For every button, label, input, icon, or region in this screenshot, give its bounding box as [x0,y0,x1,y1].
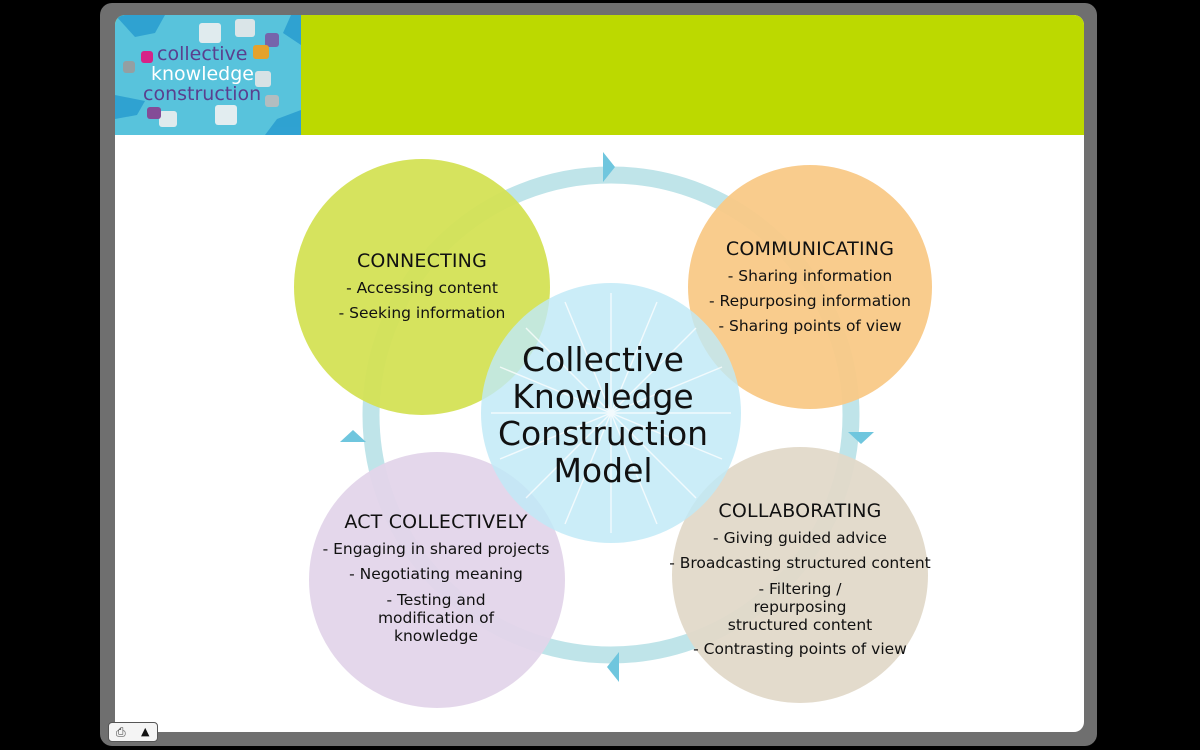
logo-text-line-1: collective [157,43,248,65]
node-item: - Broadcasting structured content [669,554,931,572]
act-collectively-label: ACT COLLECTIVELY - Engaging in shared pr… [311,510,561,648]
act-collectively-circle [309,452,565,708]
slide-nav-control[interactable]: ⎙ ▲ [108,722,158,742]
node-title: CONNECTING [356,250,488,272]
arrow-up-icon [340,430,366,442]
communicating-circle [688,165,932,409]
center-label: Collective Knowledge Construction Model [473,341,733,489]
node-item: - Testing and modification of knowledge [377,591,495,645]
node-item: - Sharing information [727,267,893,285]
communicating-label: COMMUNICATING - Sharing information - Re… [680,237,940,339]
cycle-diagram [294,152,932,708]
page-icon[interactable]: ⎙ [116,725,126,739]
logo: collective knowledge construction [115,15,301,135]
starburst-icon [491,293,731,533]
node-item: - Seeking information [338,304,506,322]
collaborating-circle [672,447,928,703]
node-item: - Negotiating meaning [349,565,523,583]
node-item: - Contrasting points of view [693,640,907,658]
arrow-right-icon [603,152,615,182]
node-item: - Sharing points of view [718,317,902,335]
collaborating-label: COLLABORATING - Giving guided advice - B… [655,499,945,662]
center-label-line: Model [553,451,653,490]
connecting-label: CONNECTING - Accessing content - Seeking… [312,249,532,326]
node-title: COLLABORATING [718,500,882,522]
header-banner: collective knowledge construction [115,15,1084,135]
node-item: - Accessing content [346,279,498,297]
connecting-circle [294,159,550,415]
node-item: - Giving guided advice [713,529,887,547]
node-item: - Repurposing information [709,292,911,310]
slide: collective knowledge construction [115,15,1084,732]
arrow-left-icon [607,652,619,682]
puzzle-hands-icon [115,15,301,135]
node-title: ACT COLLECTIVELY [344,511,528,533]
cycle-ring [362,166,860,664]
node-item: - Filtering / repurposing structured con… [727,580,873,634]
node-title: COMMUNICATING [725,238,895,260]
arrow-down-icon [848,432,874,444]
center-label-line: Collective [522,340,684,379]
logo-text-line-3: construction [143,83,262,105]
triangle-up-icon[interactable]: ▲ [141,725,150,738]
node-item: - Engaging in shared projects [322,540,550,558]
logo-text-line-2: knowledge [151,63,254,85]
center-label-line: Knowledge [512,377,694,416]
center-label-line: Construction [497,414,709,453]
